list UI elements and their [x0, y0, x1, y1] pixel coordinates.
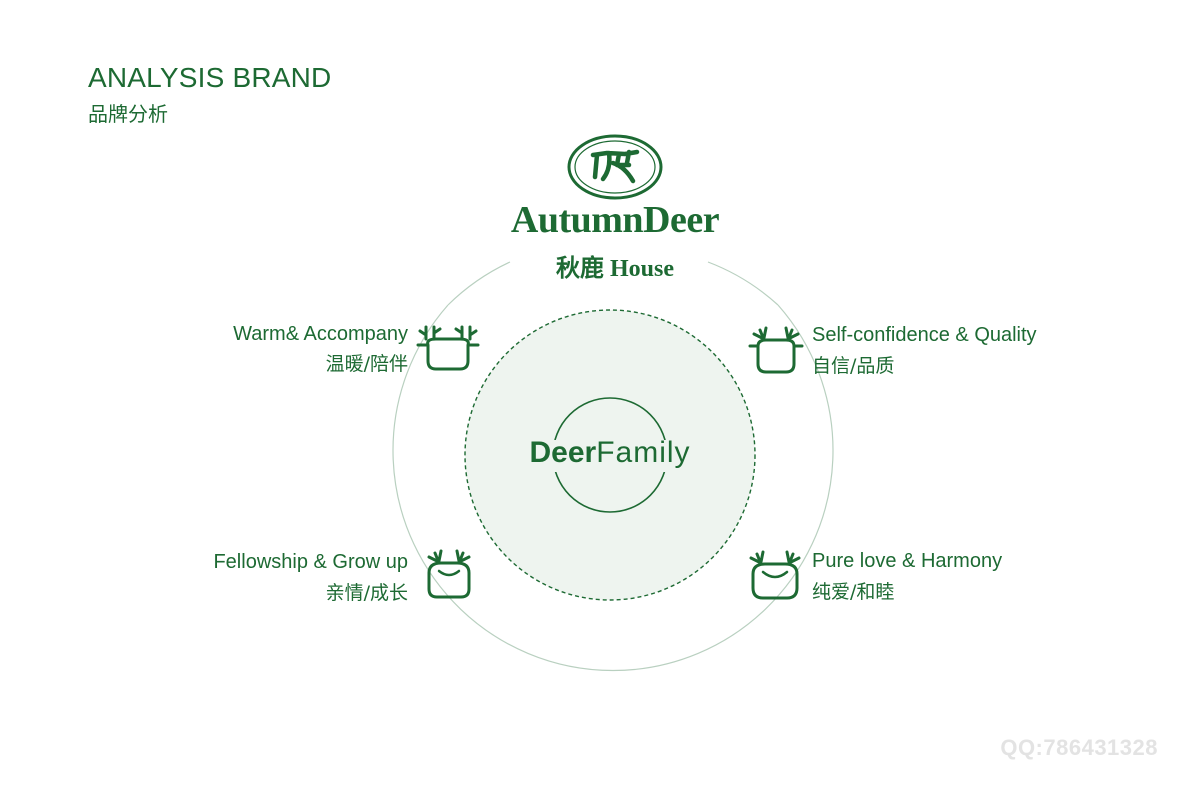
- brand-name: AutumnDeer: [510, 199, 720, 241]
- value-confidence-en: Self-confidence & Quality: [812, 324, 1037, 346]
- section-title: ANALYSIS BRAND: [88, 62, 332, 93]
- deer-icon-fellowship: [427, 549, 471, 599]
- value-fellowship-en: Fellowship & Grow up: [213, 551, 408, 573]
- deer-icon-confidence: [748, 326, 804, 374]
- outer-ring-top-right: [707, 261, 779, 306]
- center-label-light: Family: [596, 436, 691, 469]
- value-purelove-en: Pure love & Harmony: [812, 550, 1003, 572]
- deer-icon-purelove: [749, 550, 801, 600]
- outer-ring: [392, 304, 834, 672]
- watermark: QQ:786431328: [1000, 735, 1158, 760]
- value-fellowship-zh: 亲情/成长: [325, 582, 408, 604]
- center-label: DeerFamily: [500, 436, 720, 470]
- section-subtitle: 品牌分析: [88, 102, 168, 126]
- value-confidence-zh: 自信/品质: [812, 355, 895, 377]
- outer-ring-top-left: [447, 261, 511, 306]
- value-warm-en: Warm& Accompany: [233, 323, 408, 345]
- value-warm-zh: 温暖/陪伴: [325, 353, 408, 375]
- deer-logo-icon: [567, 134, 663, 200]
- value-purelove-zh: 纯爱/和睦: [812, 581, 895, 603]
- brand-sub-en: House: [609, 256, 674, 282]
- center-label-bold: Deer: [529, 436, 597, 469]
- deer-icon-warm: [416, 325, 480, 371]
- brand-sub-cn: 秋鹿: [555, 256, 604, 282]
